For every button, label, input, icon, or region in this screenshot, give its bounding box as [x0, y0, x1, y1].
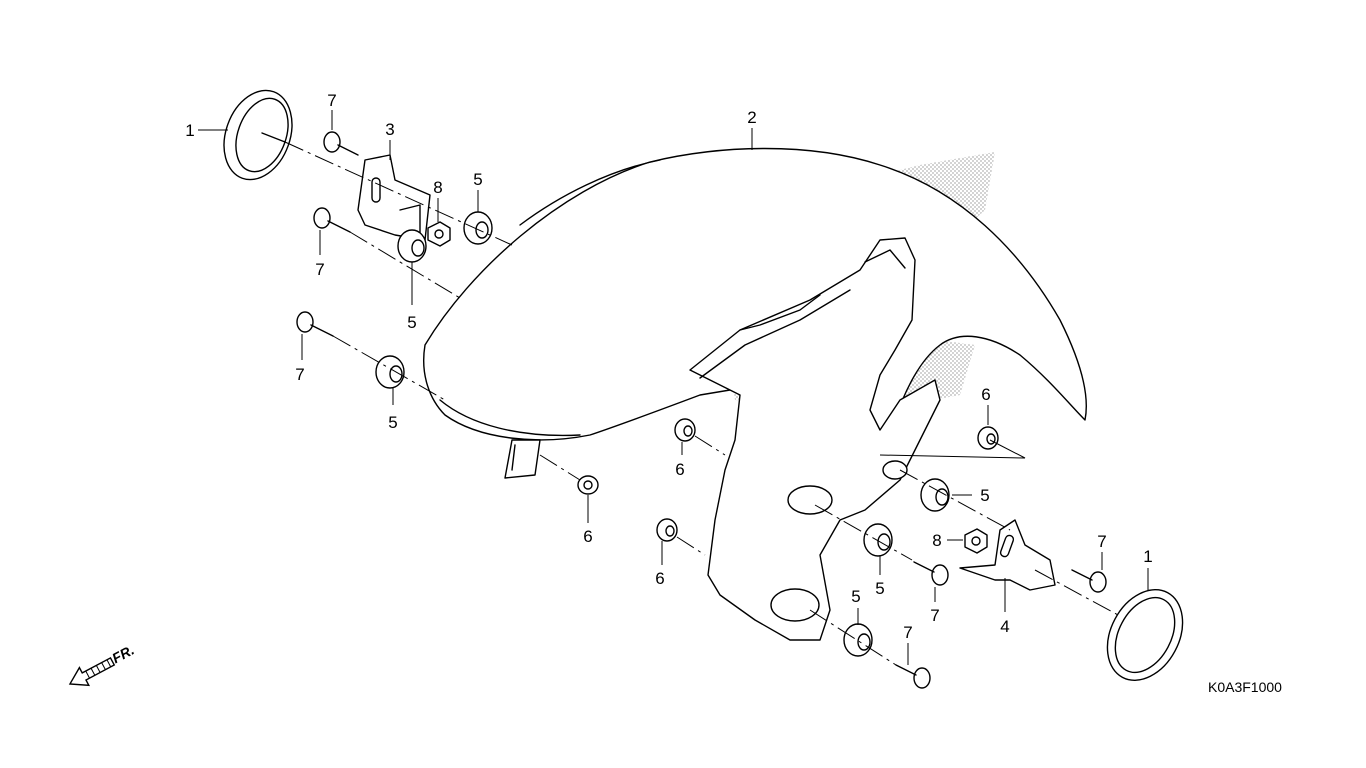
bolt-5 — [1071, 569, 1107, 593]
front-direction-arrow: FR. — [68, 642, 137, 687]
callout-5-c: 5 — [388, 413, 397, 432]
callout-6-c: 6 — [655, 569, 664, 588]
callout-6-d: 6 — [981, 385, 990, 404]
callout-labels: 1 1 2 3 4 5 5 5 5 5 5 6 6 6 6 7 7 7 7 7 … — [185, 91, 1152, 642]
bolt-3 — [296, 311, 334, 337]
grommet-1 — [463, 211, 493, 245]
callout-5-e: 5 — [875, 579, 884, 598]
grommet-6 — [843, 623, 873, 657]
callout-5-b: 5 — [407, 313, 416, 332]
bolt-1 — [323, 131, 359, 156]
front-fender[interactable] — [423, 147, 1087, 479]
figure-code: K0A3F1000 — [1208, 679, 1282, 695]
callout-8-a: 8 — [433, 178, 442, 197]
collar-2 — [674, 418, 696, 442]
callout-8-b: 8 — [932, 531, 941, 550]
callout-2: 2 — [747, 108, 756, 127]
grommet-2 — [397, 229, 427, 263]
callout-1-right: 1 — [1143, 547, 1152, 566]
callout-5-d: 5 — [980, 486, 989, 505]
nut-2 — [964, 528, 988, 554]
collars — [577, 418, 999, 542]
bolt-6 — [895, 664, 931, 689]
callout-7-f: 7 — [903, 623, 912, 642]
collar-1 — [577, 475, 599, 495]
callout-5-f: 5 — [851, 587, 860, 606]
callout-leaders — [198, 110, 1149, 665]
callout-7-a: 7 — [327, 91, 336, 110]
bolts — [296, 131, 1107, 689]
assembly-lines — [284, 141, 1119, 666]
grommets — [375, 211, 950, 657]
fork-guard[interactable] — [689, 237, 941, 641]
bracket-left[interactable] — [357, 154, 431, 241]
bolt-2 — [313, 207, 351, 233]
callout-7-e: 7 — [1097, 532, 1106, 551]
callout-7-b: 7 — [315, 260, 324, 279]
cap-right[interactable] — [1092, 577, 1197, 694]
nut-1 — [427, 221, 451, 247]
callout-6-b: 6 — [675, 460, 684, 479]
callout-5-a: 5 — [473, 170, 482, 189]
grommet-3 — [375, 355, 405, 389]
callout-3: 3 — [385, 120, 394, 139]
grommet-4 — [920, 478, 950, 512]
callout-4: 4 — [1000, 617, 1009, 636]
callout-7-c: 7 — [295, 365, 304, 384]
callout-1-left: 1 — [185, 121, 194, 140]
bolt-4 — [913, 561, 949, 586]
collar-3 — [656, 518, 678, 542]
callout-7-d: 7 — [930, 606, 939, 625]
nuts — [427, 221, 988, 554]
grommet-5 — [863, 523, 893, 557]
callout-6-a: 6 — [583, 527, 592, 546]
cap-left[interactable] — [212, 81, 304, 189]
collar-4 — [977, 426, 999, 450]
